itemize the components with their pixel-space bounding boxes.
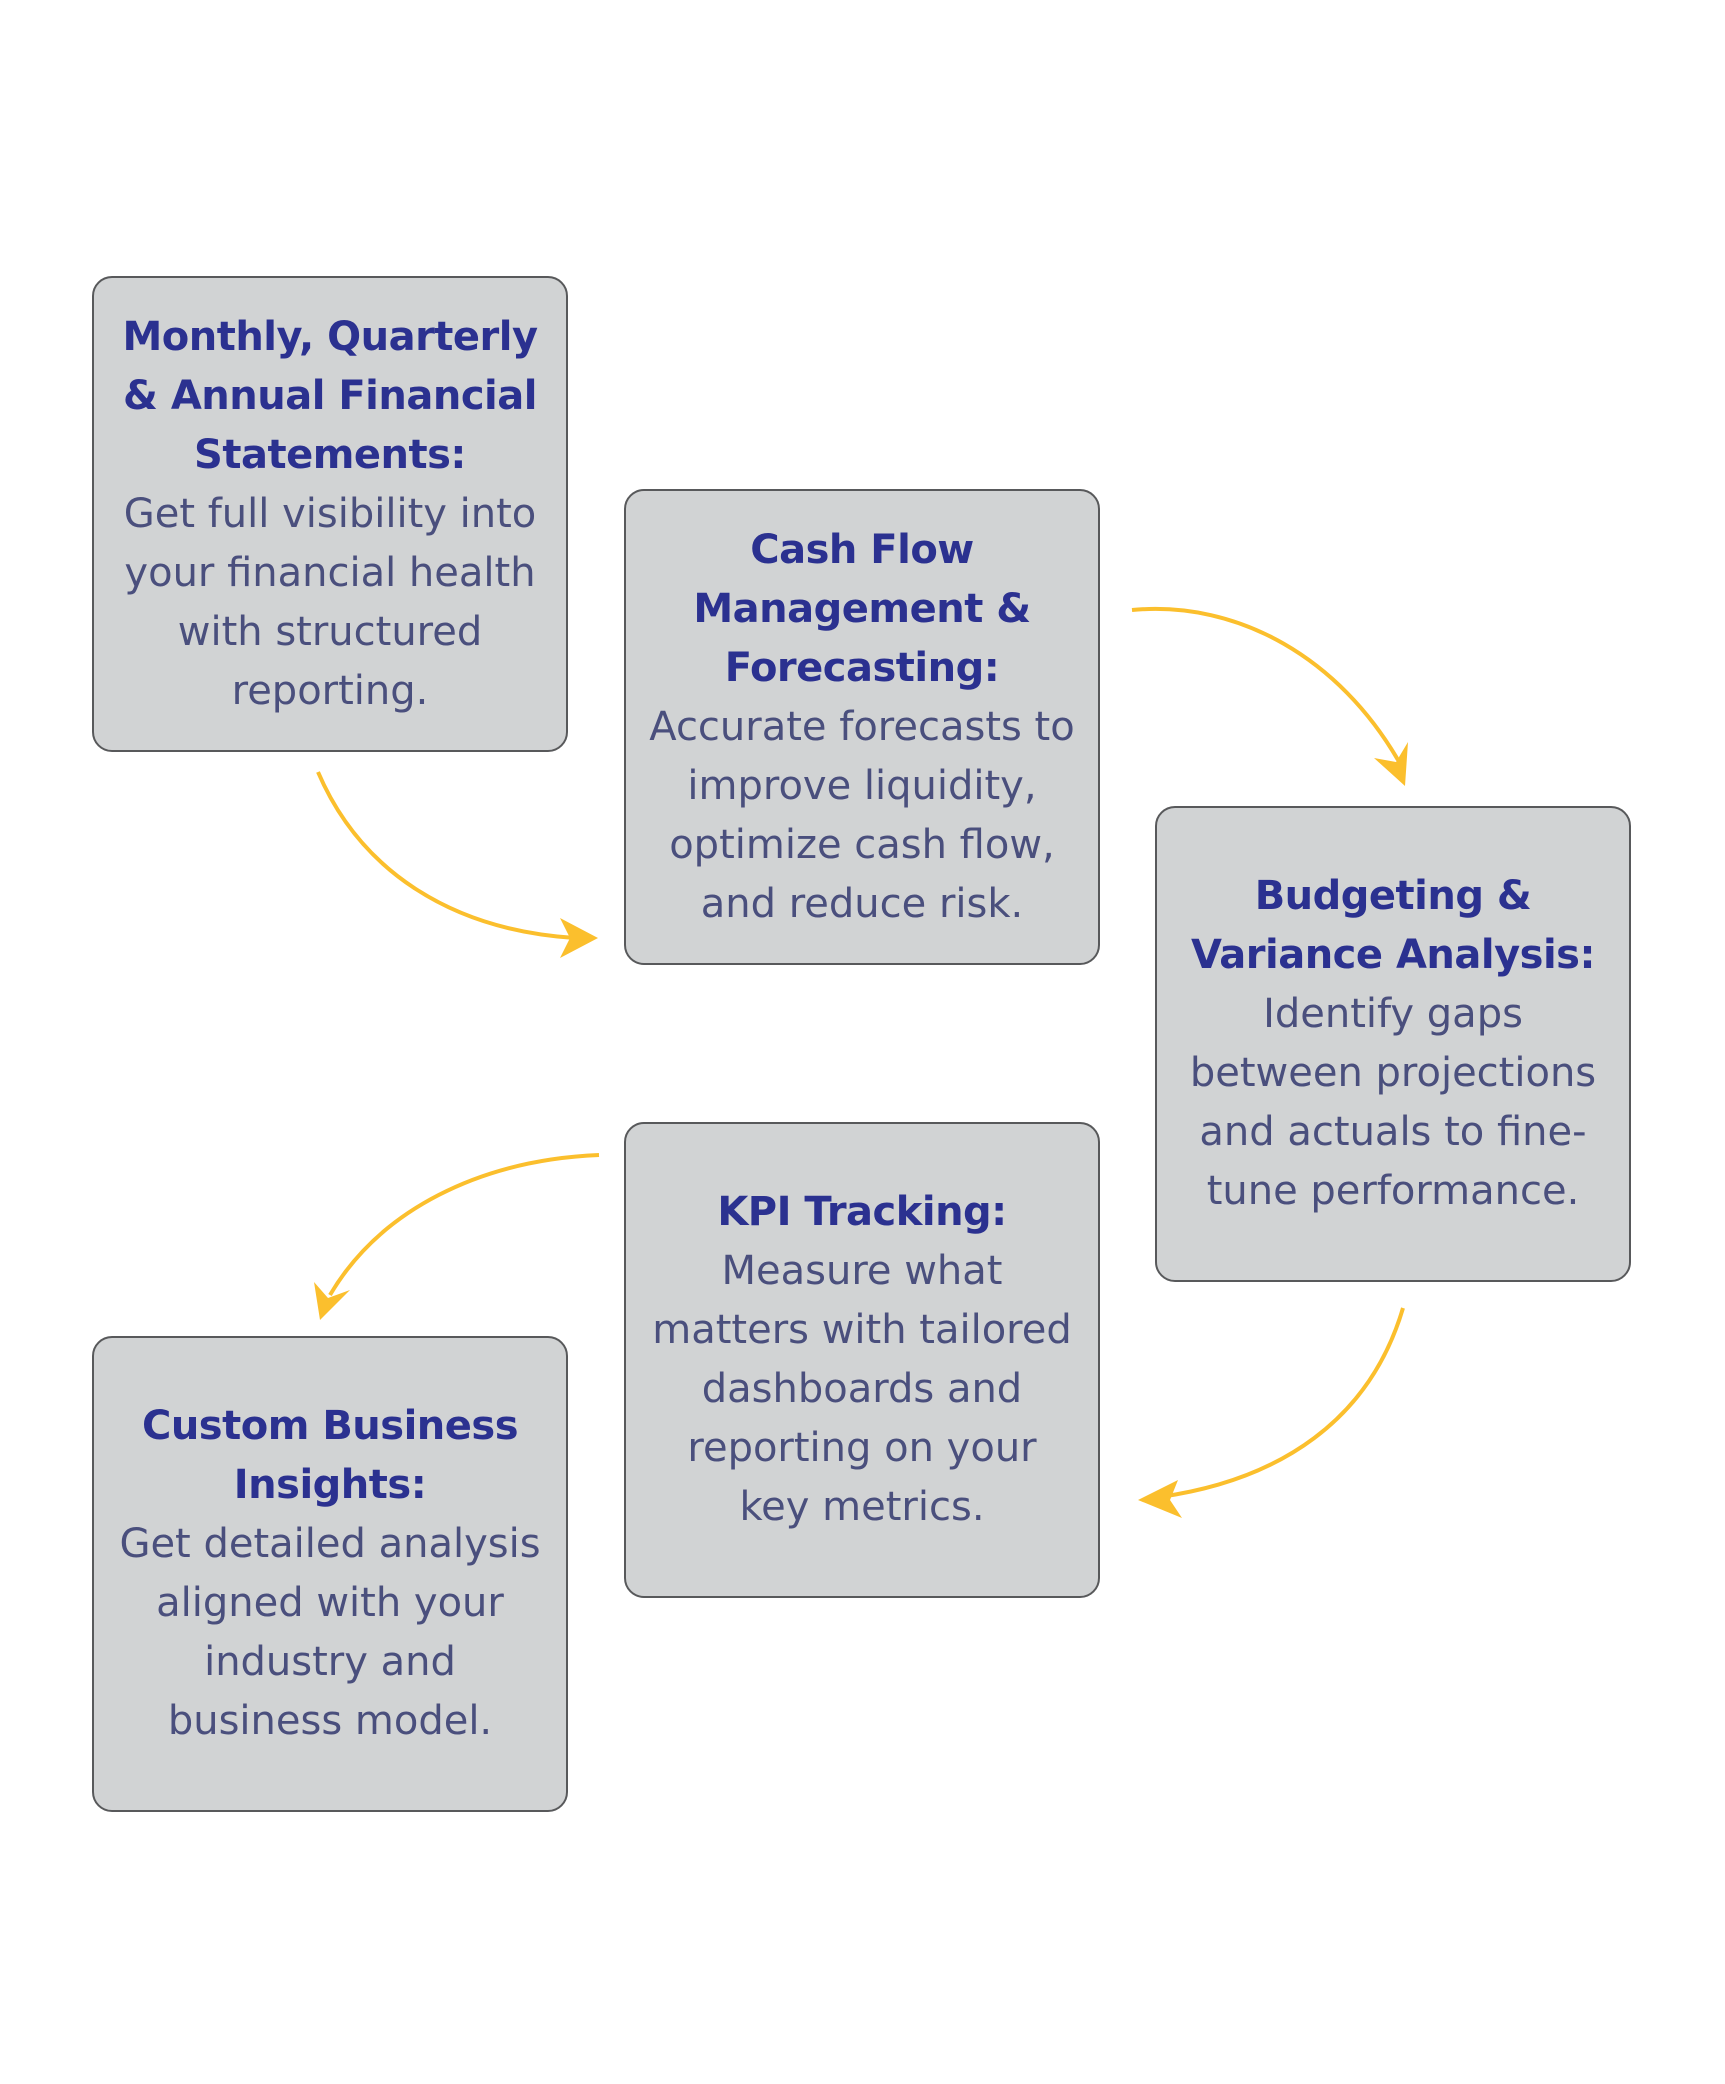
arrowhead-card-4-to-card-5 [314,1282,350,1320]
card-financial-statements: Monthly, Quarterly & Annual Financial St… [92,276,568,752]
arrow-card-2-to-card-3 [1131,606,1400,762]
arrow-card-4-to-card-5 [328,1153,600,1297]
arrowhead-card-1-to-card-2 [560,918,598,958]
card-title: Monthly, Quarterly & Annual Financial St… [122,313,538,478]
card-body: Measure what matters with tailored dashb… [652,1248,1072,1530]
arrowhead-card-2-to-card-3 [1374,742,1408,786]
card-title: Cash Flow Management & Forecasting: [693,526,1031,691]
card-body: Get detailed analysis aligned with your … [119,1521,541,1744]
card-cash-flow: Cash Flow Management & Forecasting: Accu… [624,489,1100,965]
arrow-card-3-to-card-4 [1159,1307,1405,1499]
card-title: Budgeting & Variance Analysis: [1191,873,1595,978]
card-title: Custom Business Insights: [141,1403,519,1508]
arrowhead-card-3-to-card-4 [1138,1480,1182,1518]
card-business-insights: Custom Business Insights: Get detailed a… [92,1336,568,1812]
arrow-card-1-to-card-2 [316,771,576,940]
card-budgeting: Budgeting & Variance Analysis: Identify … [1155,806,1631,1282]
card-kpi-tracking: KPI Tracking: Measure what matters with … [624,1122,1100,1598]
card-body: Identify gaps between projections and ac… [1189,991,1597,1214]
card-title: KPI Tracking: [717,1189,1007,1235]
card-body: Accurate forecasts to improve liquidity,… [649,703,1075,927]
card-body: Get full visibility into your financial … [123,490,537,714]
